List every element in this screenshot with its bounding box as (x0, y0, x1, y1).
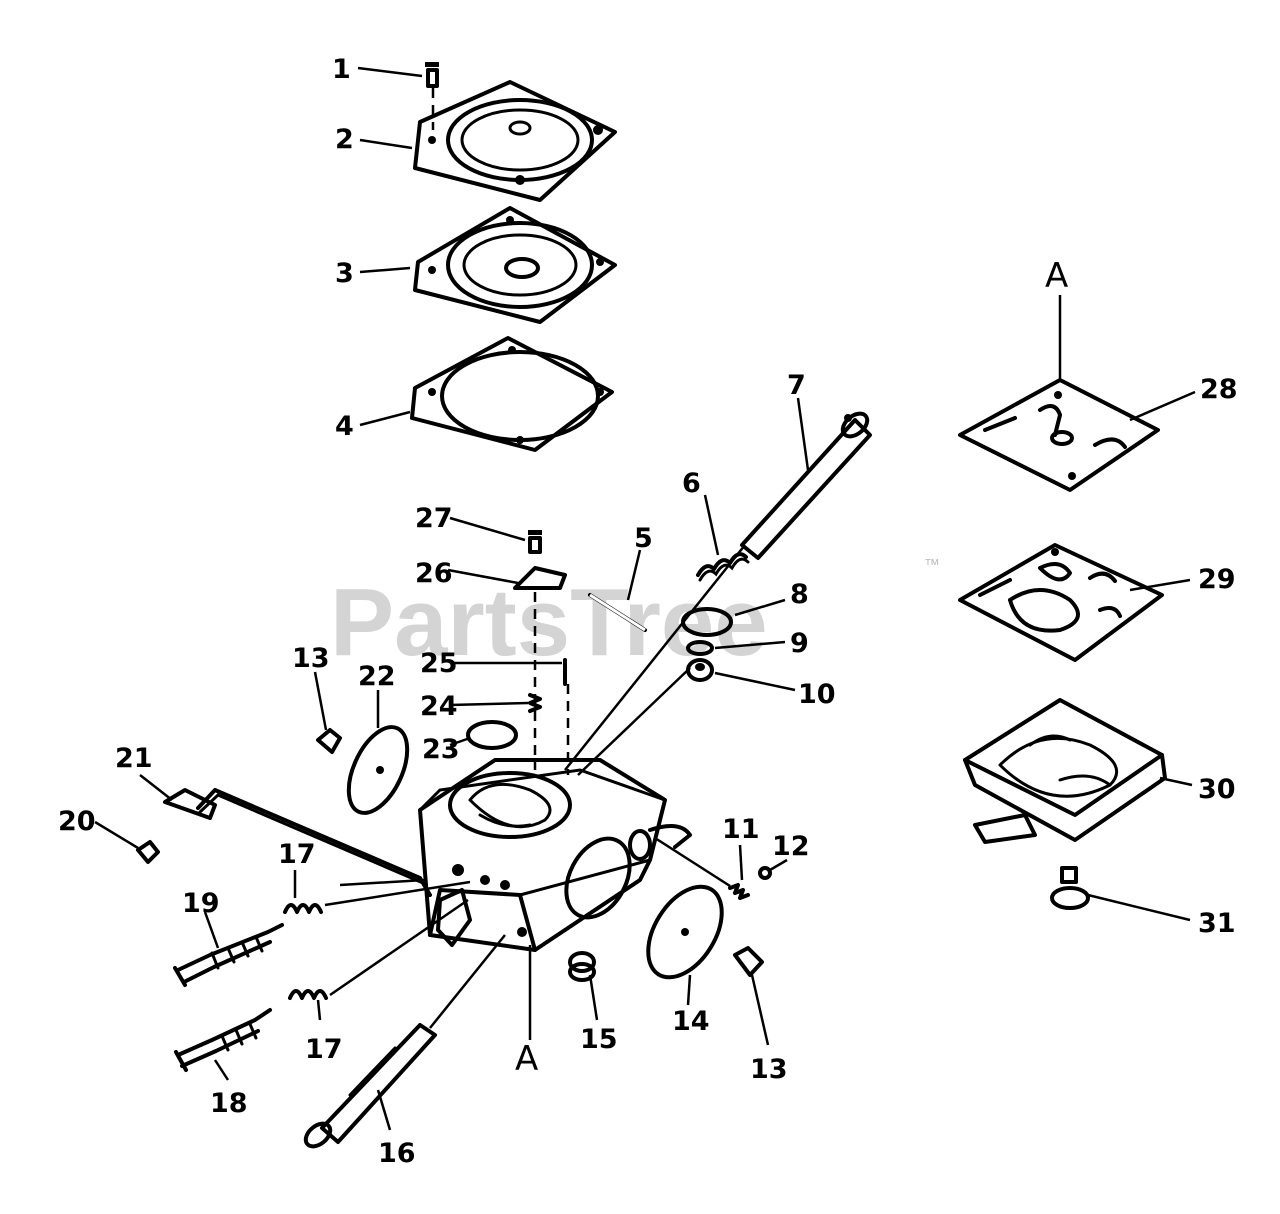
callout-31: 31 (1198, 908, 1236, 939)
ref-mark-a-top: A (1045, 256, 1068, 296)
part-15-plug (568, 951, 596, 982)
part-17-spring-upper (283, 903, 323, 914)
callout-11: 11 (722, 814, 760, 845)
callout-13-upper: 13 (292, 643, 330, 674)
part-11-spring (728, 883, 750, 900)
carburetor-body (418, 758, 692, 952)
callout-26: 26 (415, 558, 453, 589)
part-17-spring-lower (288, 989, 328, 1000)
part-23-disc (466, 720, 518, 750)
part-2-diaphragm-cover (413, 80, 617, 202)
part-29-gasket (958, 543, 1164, 662)
callout-19: 19 (182, 888, 220, 919)
part-22-screen (346, 725, 410, 815)
callout-4: 4 (335, 411, 354, 442)
watermark-trademark: ™ (924, 557, 940, 574)
leader-lines (94, 66, 1196, 1131)
callout-17-upper: 17 (278, 839, 316, 870)
part-12-ball (758, 866, 772, 880)
callout-6: 6 (682, 468, 701, 499)
callout-18: 18 (210, 1088, 248, 1119)
callout-28: 28 (1200, 374, 1238, 405)
part-31-screw (1050, 866, 1090, 910)
part-13-screw-upper (316, 728, 342, 754)
callout-21: 21 (115, 743, 153, 774)
part-16-shaft (303, 1023, 437, 1149)
callout-27: 27 (415, 503, 453, 534)
callout-7: 7 (787, 370, 806, 401)
part-26-lever (513, 566, 567, 590)
callout-16: 16 (378, 1138, 416, 1169)
part-24-spring (528, 693, 542, 713)
part-1-screw (425, 62, 439, 88)
part-27-screw (528, 530, 542, 554)
callout-30: 30 (1198, 774, 1236, 805)
callout-12: 12 (772, 831, 810, 862)
part-9-washer (686, 640, 714, 656)
callout-22: 22 (358, 661, 396, 692)
callout-5: 5 (634, 523, 653, 554)
callout-8: 8 (790, 579, 809, 610)
callout-15: 15 (580, 1024, 618, 1055)
callout-14: 14 (672, 1006, 710, 1037)
callout-25: 25 (420, 648, 458, 679)
callout-9: 9 (790, 628, 809, 659)
part-18-needle (174, 1008, 272, 1072)
part-7-shaft (740, 411, 872, 560)
part-30-pump-body (963, 698, 1167, 844)
callout-17-lower: 17 (305, 1034, 343, 1065)
callout-10: 10 (798, 679, 836, 710)
callout-20: 20 (58, 806, 96, 837)
part-4-gasket (410, 336, 614, 452)
part-19-needle (173, 923, 284, 987)
callout-3: 3 (335, 258, 354, 289)
part-5-pin (588, 593, 647, 632)
callout-29: 29 (1198, 564, 1236, 595)
callout-23: 23 (422, 734, 460, 765)
part-14-disc (646, 884, 724, 980)
part-28-gasket (958, 378, 1160, 492)
callout-24: 24 (420, 691, 458, 722)
part-20-screw (136, 840, 160, 864)
part-3-diaphragm (413, 206, 617, 324)
callout-13-lower: 13 (750, 1054, 788, 1085)
callout-1: 1 (332, 54, 351, 85)
ref-mark-a-bottom: A (515, 1039, 538, 1079)
part-13-screw-lower (733, 946, 764, 977)
callout-2: 2 (335, 124, 354, 155)
